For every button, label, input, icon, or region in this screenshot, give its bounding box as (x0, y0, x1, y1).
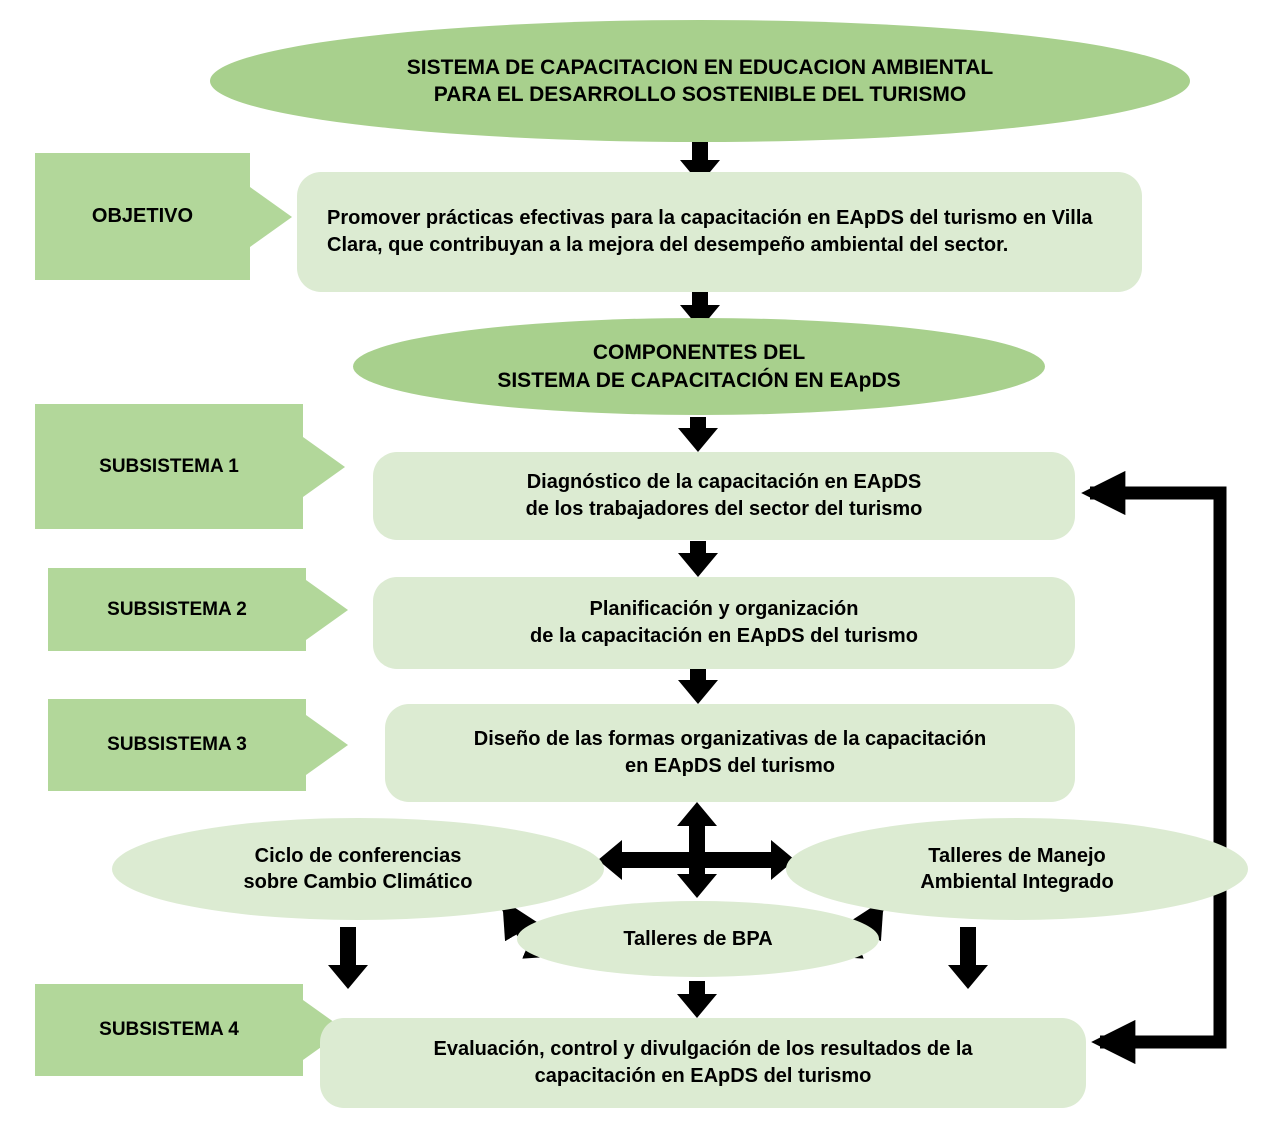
title-line2: PARA EL DESARROLLO SOSTENIBLE DEL TURISM… (433, 83, 967, 106)
conferences-line2: sobre Cambio Climático (243, 871, 473, 893)
subsistema-2-label-text: SUBSISTEMA 2 (107, 598, 247, 620)
objetivo-label: OBJETIVO (35, 153, 292, 280)
subsistema-1-label: SUBSISTEMA 1 (35, 404, 345, 529)
componentes-ellipse: COMPONENTES DEL SISTEMA DE CAPACITACIÓN … (353, 318, 1045, 415)
subsistema-2-box: Planificación y organización de la capac… (373, 577, 1075, 669)
subsistema-4-line1: Evaluación, control y divulgación de los… (433, 1038, 973, 1060)
arrow-mai-down (948, 927, 988, 989)
feedback-connector (1081, 470, 1227, 1065)
objetivo-label-text: OBJETIVO (91, 205, 194, 227)
subsistema-4-label-text: SUBSISTEMA 4 (99, 1019, 239, 1040)
title-ellipse: SISTEMA DE CAPACITACION EN EDUCACION AMB… (210, 20, 1190, 142)
subsistema-3-line1: Diseño de las formas organizativas de la… (473, 728, 987, 750)
cross-arrow-vertical (677, 802, 717, 898)
subsistema-1-line2: de los trabajadores del sector del turis… (525, 498, 923, 520)
subsistema-1-line1: Diagnóstico de la capacitación en EApDS (526, 471, 922, 493)
arrow-sub1-to-sub2 (678, 541, 718, 577)
subsistema-2-line1: Planificación y organización (589, 598, 859, 620)
subsistema-3-line2: en EApDS del turismo (624, 755, 836, 777)
componentes-line2: SISTEMA DE CAPACITACIÓN EN EApDS (497, 368, 901, 392)
arrow-bpa-to-sub4 (677, 981, 717, 1018)
subsistema-1-label-text: SUBSISTEMA 1 (99, 455, 239, 477)
bpa-workshops-ellipse: Talleres de BPA (517, 901, 879, 977)
subsistema-4-label: SUBSISTEMA 4 (35, 984, 345, 1076)
objetivo-text: Promover prácticas efectivas para la cap… (327, 207, 1093, 256)
subsistema-4-line2: capacitación en EApDS del turismo (534, 1065, 872, 1087)
subsistema-2-label-arrow-icon (306, 579, 348, 640)
conferences-line1: Ciclo de conferencias (254, 845, 462, 867)
conferences-ellipse: Ciclo de conferencias sobre Cambio Climá… (112, 818, 604, 920)
subsistema-2-label: SUBSISTEMA 2 (48, 568, 348, 651)
bpa-label: Talleres de BPA (623, 928, 773, 950)
arrow-conferences-down (328, 927, 368, 989)
subsistema-1-box: Diagnóstico de la capacitación en EApDS … (373, 452, 1075, 540)
objetivo-box: Promover prácticas efectivas para la cap… (297, 172, 1142, 292)
subsistema-3-label-arrow-icon (306, 715, 348, 775)
subsistema-1-label-arrow-icon (303, 436, 345, 497)
mai-line2: Ambiental Integrado (920, 871, 1114, 893)
arrow-sub2-to-sub3 (678, 669, 718, 704)
subsistema-4-box: Evaluación, control y divulgación de los… (320, 1018, 1086, 1108)
title-line1: SISTEMA DE CAPACITACION EN EDUCACION AMB… (406, 55, 994, 79)
subsistema-3-label: SUBSISTEMA 3 (48, 699, 348, 791)
mai-workshops-ellipse: Talleres de Manejo Ambiental Integrado (786, 818, 1248, 920)
mai-line1: Talleres de Manejo (928, 845, 1106, 867)
cross-arrow-horizontal (598, 840, 795, 880)
subsistema-3-label-text: SUBSISTEMA 3 (107, 734, 247, 755)
subsistema-2-line2: de la capacitación en EApDS del turismo (530, 625, 918, 647)
subsistema-3-box: Diseño de las formas organizativas de la… (385, 704, 1075, 802)
objetivo-label-arrow-icon (250, 186, 292, 247)
arrow-componentes-to-sub1 (678, 417, 718, 452)
componentes-line1: COMPONENTES DEL (592, 341, 806, 365)
